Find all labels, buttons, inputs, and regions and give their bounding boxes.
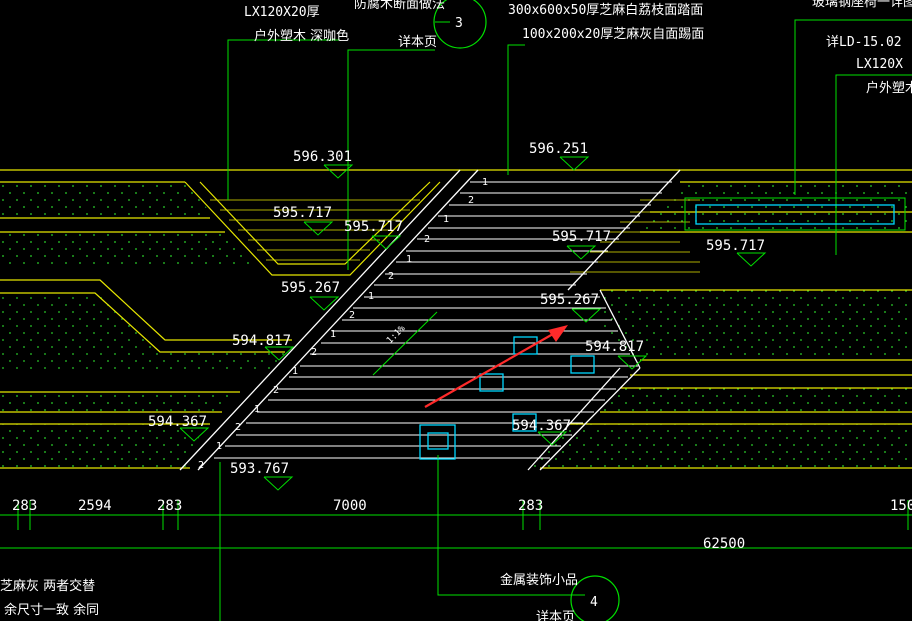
elevation-label: 596.251 xyxy=(529,141,588,157)
detail-circle-3 xyxy=(433,0,487,49)
leaders xyxy=(0,19,912,621)
dimension-label: 7000 xyxy=(333,498,367,514)
dimension-label: 283 xyxy=(518,498,543,514)
circle-4-number: 4 xyxy=(590,595,598,610)
label-wood-size: LX120X20厚 xyxy=(244,5,320,20)
label-metal-ornament: 金属装饰小品 xyxy=(500,572,578,588)
dimension-label: 150 xyxy=(890,498,912,514)
dimension-label: 283 xyxy=(12,498,37,514)
wood-deck-lines xyxy=(210,199,700,273)
decor-blocks xyxy=(419,204,895,460)
label-tread-spec: 300x600x50厚芝麻白荔枝面踏面 xyxy=(508,2,703,18)
elevation-label: 595.717 xyxy=(273,205,332,221)
total-dimension-label: 62500 xyxy=(703,536,745,552)
step-number: 1 xyxy=(482,177,488,188)
step-number: 2 xyxy=(235,422,241,433)
step-number: 1 xyxy=(292,366,298,377)
step-number: 2 xyxy=(468,195,474,206)
step-number: 2 xyxy=(424,234,430,245)
elevation-label: 595.717 xyxy=(344,219,403,235)
step-number: 2 xyxy=(198,460,204,471)
planting-hatch xyxy=(0,182,912,468)
elevation-label: 595.267 xyxy=(540,292,599,308)
label-same-size: 余尺寸一致 余同 xyxy=(4,602,99,618)
label-wood-section: 防腐木断面做法 xyxy=(354,0,445,12)
label-alternating: 芝麻灰 两者交替 xyxy=(0,578,95,594)
step-number: 1 xyxy=(406,254,412,265)
step-number: 2 xyxy=(273,385,279,396)
step-number: 1 xyxy=(330,329,336,340)
step-number: 1 xyxy=(254,404,260,415)
elevation-label: 594.367 xyxy=(148,414,207,430)
red-arrow-icon xyxy=(424,325,568,408)
label-bench-detail: 玻璃钢座椅一详图 xyxy=(812,0,912,10)
elevation-label: 593.767 xyxy=(230,461,289,477)
step-number: 1 xyxy=(443,214,449,225)
label-see-this-page-2: 详本页 xyxy=(536,610,575,621)
detail-circle-4 xyxy=(570,575,620,621)
elevation-label: 595.267 xyxy=(281,280,340,296)
dimension-label: 283 xyxy=(157,498,182,514)
step-number: 2 xyxy=(311,347,317,358)
elevation-label: 594.817 xyxy=(232,333,291,349)
dimension-label: 2594 xyxy=(78,498,112,514)
step-number: 2 xyxy=(349,310,355,321)
elevation-markers xyxy=(179,156,767,491)
label-wood-size-right: LX120X xyxy=(856,57,903,72)
elevation-label: 596.301 xyxy=(293,149,352,165)
step-number: 1 xyxy=(216,441,222,452)
circle-3-number: 3 xyxy=(455,16,463,31)
elevation-label: 595.717 xyxy=(706,238,765,254)
label-wood-material: 户外塑木 深咖色 xyxy=(254,28,349,44)
stair-treads xyxy=(214,181,672,459)
label-bench-ref: 详LD-15.02 xyxy=(826,35,902,50)
step-number: 2 xyxy=(388,271,394,282)
elevation-label: 594.367 xyxy=(512,418,571,434)
stair-boundaries xyxy=(179,169,681,471)
elevation-label: 594.817 xyxy=(585,339,644,355)
label-riser-spec: 100x200x20厚芝麻灰自面踢面 xyxy=(522,26,704,42)
step-number: 1 xyxy=(368,291,374,302)
label-see-this-page-1: 详本页 xyxy=(398,35,437,50)
label-wood-material-right: 户外塑木 xyxy=(866,80,912,96)
elevation-label: 595.717 xyxy=(552,229,611,245)
